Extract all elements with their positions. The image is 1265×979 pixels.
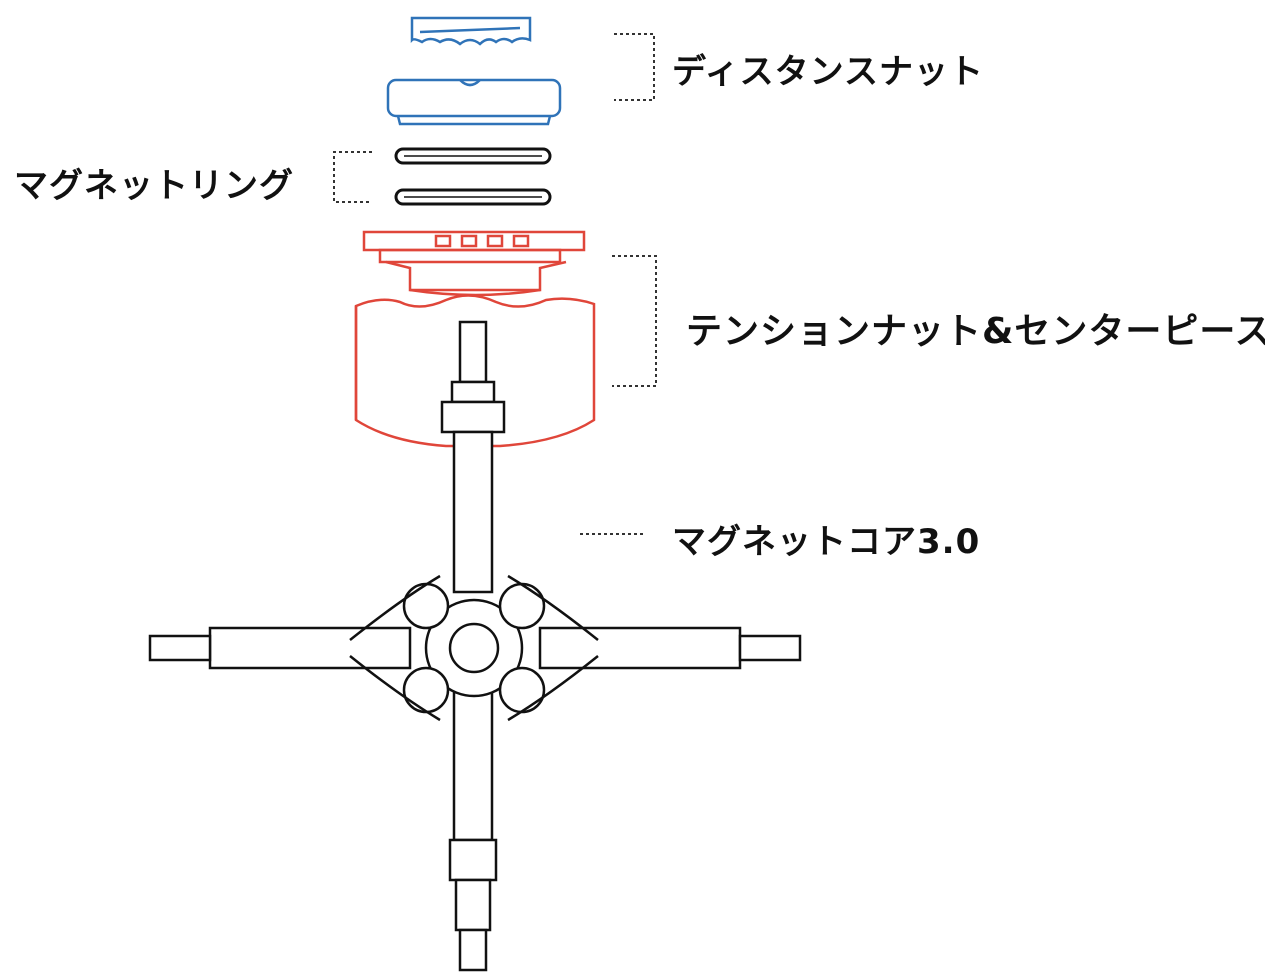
distance-nut-part [386,16,562,126]
tension-nut-part [354,230,596,448]
magnet-core-label: マグネットコア3.0 [672,522,981,562]
tension-nut-label: テンションナット&センターピース [686,311,1265,352]
magnet-ring-part [394,147,552,206]
distance-nut-label: ディスタンスナット [672,52,984,92]
magnet-core-part [148,320,802,972]
magnet-ring-label: マグネットリング [14,166,294,206]
bracket-lines [333,33,657,535]
